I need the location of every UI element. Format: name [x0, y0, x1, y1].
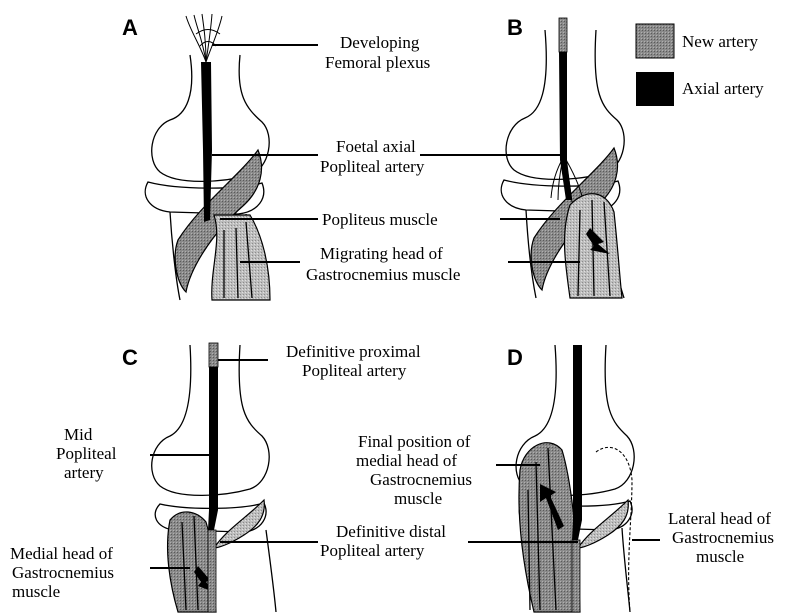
femoral-plexus-a — [185, 13, 223, 63]
new-artery-distal-c — [207, 529, 217, 613]
legend: New artery Axial artery — [635, 23, 764, 106]
label-mid-artery: artery — [64, 463, 104, 482]
label-foetal-popliteal: Popliteal artery — [320, 157, 425, 176]
label-medial-head: Medial head of — [10, 544, 113, 563]
new-artery-distal-d — [571, 539, 581, 613]
label-final-muscle: muscle — [394, 489, 442, 508]
labels-top: Developing Femoral plexus Foetal axial P… — [306, 33, 460, 284]
label-lateral-muscle: muscle — [696, 547, 744, 566]
label-final-medial-head: medial head of — [356, 451, 457, 470]
label-developing: Developing — [340, 33, 420, 52]
label-femoral-plexus: Femoral plexus — [325, 53, 430, 72]
label-final-gastrocnemius: Gastrocnemius — [370, 470, 472, 489]
muscle-fibres-a — [223, 221, 253, 299]
label-lateral-head: Lateral head of — [668, 509, 771, 528]
popliteal-plexus-b — [550, 157, 583, 203]
migration-arrow-c — [194, 566, 214, 592]
legend-swatch-axial-artery — [636, 72, 674, 106]
label-medial-muscle: muscle — [12, 582, 60, 601]
label-proximal-popliteal: Popliteal artery — [302, 361, 407, 380]
label-final-position: Final position of — [358, 432, 471, 451]
panel-a: A — [122, 13, 318, 301]
panel-c: C Definitive proximal Popliteal artery M… — [10, 342, 421, 613]
panel-letter-d: D — [507, 345, 523, 370]
label-mid: Mid — [64, 425, 93, 444]
legend-label-new-artery: New artery — [682, 32, 758, 51]
label-distal-popliteal: Popliteal artery — [320, 541, 425, 560]
axial-artery-d — [572, 345, 582, 540]
tibia-c — [265, 529, 277, 613]
panel-b: B — [420, 15, 625, 299]
label-definitive-proximal: Definitive proximal — [286, 342, 421, 361]
legend-label-axial-artery: Axial artery — [682, 79, 764, 98]
label-gastrocnemius-a: Gastrocnemius muscle — [306, 265, 460, 284]
migration-arrow-d — [540, 484, 564, 530]
label-definitive-distal: Definitive distal — [336, 522, 446, 541]
legend-swatch-new-artery — [635, 23, 675, 59]
migration-arrow-b — [586, 228, 610, 254]
lateral-head-d — [595, 446, 633, 613]
new-artery-proximal-c — [208, 342, 219, 368]
label-migrating-head: Migrating head of — [320, 244, 443, 263]
label-popliteus-muscle: Popliteus muscle — [322, 210, 438, 229]
axial-artery-a — [201, 62, 212, 222]
popliteus-muscle-c — [212, 498, 265, 549]
panel-letter-c: C — [122, 345, 138, 370]
panel-d: D Final position of medial head of Gastr… — [320, 344, 774, 613]
label-foetal-axial: Foetal axial — [336, 137, 416, 156]
panel-letter-a: A — [122, 15, 138, 40]
muscle-fibres-c — [181, 515, 199, 611]
muscle-fibres-d — [527, 447, 557, 611]
gastrocnemius-head-a — [211, 214, 271, 301]
axial-artery-c — [208, 367, 218, 530]
label-medial-gastrocnemius: Gastrocnemius — [12, 563, 114, 582]
new-artery-b — [558, 17, 568, 53]
label-lateral-gastrocnemius: Gastrocnemius — [672, 528, 774, 547]
label-mid-popliteal: Popliteal — [56, 444, 117, 463]
panel-letter-b: B — [507, 15, 523, 40]
popliteus-muscle-d — [576, 498, 629, 549]
